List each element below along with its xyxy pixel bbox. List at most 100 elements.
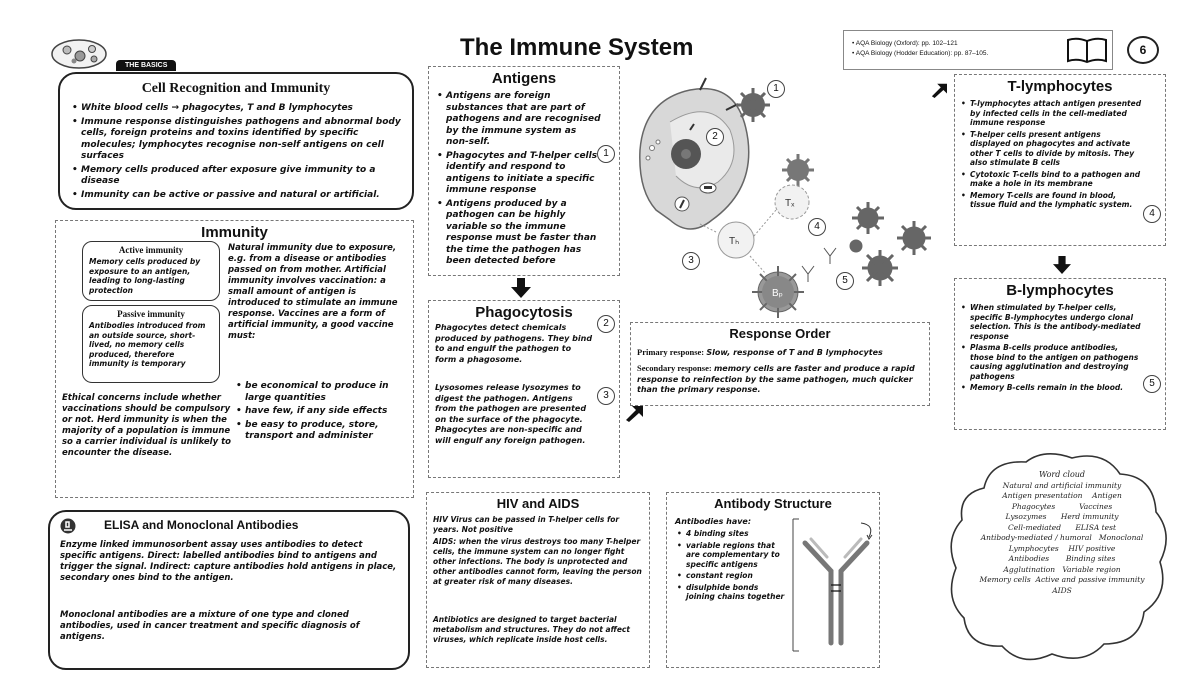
reference-item: • AQA Biology (Hodder Education): pp. 87… bbox=[852, 50, 989, 57]
list-item: Antigens produced by a pathogen can be h… bbox=[437, 199, 601, 268]
word-cloud-word: Antibodies bbox=[1008, 554, 1050, 563]
monoclonal-text: Monoclonal antibodies are a mixture of o… bbox=[60, 610, 360, 642]
antibody-point: disulphide bonds joining chains together bbox=[677, 583, 789, 602]
step-number-1: 1 bbox=[597, 145, 615, 163]
word-cloud-word: Herd immunity bbox=[1060, 512, 1119, 521]
list-item: Plasma B-cells produce antibodies, those… bbox=[961, 343, 1141, 381]
word-cloud-shape bbox=[950, 453, 1167, 661]
word-cloud-title: Word cloud bbox=[1038, 470, 1086, 479]
elisa-panel: ELISA and Monoclonal Antibodies Enzyme l… bbox=[48, 510, 410, 670]
cells-logo-icon bbox=[51, 39, 107, 69]
word-cloud: Word cloud Natural and artificial immuni… bbox=[964, 470, 1160, 596]
t-lymphocytes-title: T-lymphocytes bbox=[1007, 78, 1113, 95]
list-item: When stimulated by T-helper cells, speci… bbox=[961, 303, 1141, 341]
vaccine-point: have few, if any side effects bbox=[236, 406, 408, 418]
primary-label: Primary response: bbox=[637, 347, 705, 357]
list-item: Phagocytes and T-helper cells identify a… bbox=[437, 151, 601, 197]
word-cloud-word: Antigen bbox=[1092, 491, 1122, 500]
word-cloud-word: Lymphocytes bbox=[1008, 543, 1059, 553]
diagram-number-3: 3 bbox=[682, 252, 700, 270]
passive-immunity-title: Passive immunity bbox=[117, 309, 185, 319]
word-cloud-word: HIV positive bbox=[1068, 543, 1116, 553]
arrow-up-right-icon bbox=[626, 406, 643, 422]
antigens-title: Antigens bbox=[491, 70, 557, 87]
diagram-number-5: 5 bbox=[836, 272, 854, 290]
arrow-up-right-icon bbox=[931, 83, 947, 98]
word-cloud-word: Antigen presentation bbox=[1002, 491, 1083, 500]
word-cloud-word: Memory cells bbox=[979, 575, 1031, 584]
immunity-title: Immunity bbox=[201, 224, 268, 241]
antigens-panel: Antigens Antigens are foreign substances… bbox=[428, 66, 620, 276]
phagocytosis-panel: Phagocytosis Phagocytes detect chemicals… bbox=[428, 300, 620, 478]
secondary-text: memory cells are faster and produce a ra… bbox=[637, 364, 915, 394]
hiv-title: HIV and AIDS bbox=[496, 496, 580, 511]
list-item: Immune response distinguishes pathogens … bbox=[72, 117, 402, 163]
immune-response-diagram: Tₕ Tₓ Bₚ bbox=[639, 77, 931, 318]
antibody-diagram bbox=[792, 518, 873, 652]
page-title: The Immune System bbox=[460, 34, 694, 61]
word-cloud-word: Natural and artificial immunity bbox=[1002, 480, 1122, 490]
page-number: 6 bbox=[1127, 36, 1159, 64]
pathogen-icon bbox=[736, 88, 770, 122]
active-immunity-title: Active immunity bbox=[118, 245, 184, 255]
word-cloud-word: ELISA test bbox=[1075, 522, 1116, 532]
word-cloud-word: Active and passive immunity bbox=[1035, 575, 1145, 584]
diagram-number-4: 4 bbox=[808, 218, 826, 236]
basics-tag: THE BASICS bbox=[116, 60, 177, 71]
list-item: T-lymphocytes attach antigen presented b… bbox=[961, 99, 1143, 128]
reference-box: • AQA Biology (Oxford): pp. 102–121 • AQ… bbox=[843, 30, 1113, 70]
hiv-panel: HIV and AIDS HIV Virus can be passed in … bbox=[426, 492, 650, 668]
t-helper-label: Tₕ bbox=[729, 236, 739, 247]
list-item: Memory cells produced after exposure giv… bbox=[72, 165, 402, 188]
word-cloud-word: Cell-mediated bbox=[1008, 522, 1061, 532]
step-number-3: 3 bbox=[597, 387, 615, 405]
list-item: T-helper cells present antigens displaye… bbox=[961, 130, 1143, 168]
list-item: Antigens are foreign substances that are… bbox=[437, 91, 601, 149]
list-item: Memory B-cells remain in the blood. bbox=[961, 383, 1141, 393]
antibody-structure-panel: Antibody Structure Antibodies have: 4 bi… bbox=[666, 492, 880, 668]
word-cloud-word: Variable region bbox=[1062, 564, 1121, 574]
b-lymphocytes-title: B-lymphocytes bbox=[1006, 282, 1114, 299]
word-cloud-word: Binding sites bbox=[1065, 554, 1116, 563]
list-item: Immunity can be active or passive and na… bbox=[72, 190, 402, 202]
hiv-text-2: AIDS: when the virus destroys too many T… bbox=[433, 537, 642, 586]
passive-immunity-box: Passive immunity Antibodies introduced f… bbox=[82, 305, 220, 383]
word-cloud-word: AIDS bbox=[1052, 585, 1072, 595]
cell-recognition-panel: Cell Recognition and Immunity White bloo… bbox=[58, 72, 414, 210]
book-icon bbox=[1067, 37, 1107, 64]
phagocytosis-text-2: Lysosomes release lysozymes to digest th… bbox=[435, 383, 587, 445]
phagocytosis-title: Phagocytosis bbox=[475, 304, 573, 321]
response-order-panel: Response Order Primary response: Slow, r… bbox=[630, 322, 930, 406]
ethics-herd-text: Ethical concerns include whether vaccina… bbox=[62, 393, 231, 458]
arrow-down-icon bbox=[1053, 256, 1071, 274]
word-cloud-word: Agglutination bbox=[1003, 564, 1056, 574]
step-number-4: 4 bbox=[1143, 205, 1161, 223]
word-cloud-word: Antibody-mediated / humoral bbox=[980, 533, 1092, 542]
b-lymphocytes-panel: B-lymphocytes When stimulated by T-helpe… bbox=[954, 278, 1166, 430]
active-immunity-text: Memory cells produced by exposure to an … bbox=[89, 257, 201, 295]
phagocytosis-text-1: Phagocytes detect chemicals produced by … bbox=[435, 323, 593, 364]
secondary-label: Secondary response: bbox=[637, 363, 712, 373]
cell-recognition-title: Cell Recognition and Immunity bbox=[141, 81, 331, 96]
diagram-number-1: 1 bbox=[767, 80, 785, 98]
reference-item: • AQA Biology (Oxford): pp. 102–121 bbox=[852, 40, 958, 47]
passive-immunity-text: Antibodies introduced from an outside so… bbox=[89, 321, 206, 368]
list-item: Cytotoxic T-cells bind to a pathogen and… bbox=[961, 170, 1143, 189]
list-item: Memory T-cells are found in blood, tissu… bbox=[961, 191, 1143, 210]
immunity-panel: Immunity Active immunity Memory cells pr… bbox=[55, 220, 414, 498]
vaccine-point: be easy to produce, store, transport and… bbox=[236, 420, 408, 443]
response-order-title: Response Order bbox=[729, 326, 831, 341]
t-cytotoxic-label: Tₓ bbox=[785, 198, 795, 209]
active-immunity-box: Active immunity Memory cells produced by… bbox=[82, 241, 220, 301]
word-cloud-word: Monoclonal bbox=[1098, 533, 1144, 542]
word-cloud-word: Lysozymes bbox=[1005, 512, 1047, 521]
microscope-icon bbox=[60, 518, 76, 534]
hiv-text-1: HIV Virus can be passed in T-helper cell… bbox=[433, 515, 620, 534]
vaccine-point: be economical to produce in large quanti… bbox=[236, 381, 408, 404]
word-cloud-word: Phagocytes bbox=[1011, 501, 1056, 511]
b-plasma-label: Bₚ bbox=[772, 288, 783, 299]
word-cloud-word: Vaccines bbox=[1079, 501, 1113, 511]
arrow-down-icon bbox=[511, 278, 531, 298]
antibody-structure-title: Antibody Structure bbox=[714, 496, 832, 511]
t-lymphocytes-panel: T-lymphocytes T-lymphocytes attach antig… bbox=[954, 74, 1166, 246]
